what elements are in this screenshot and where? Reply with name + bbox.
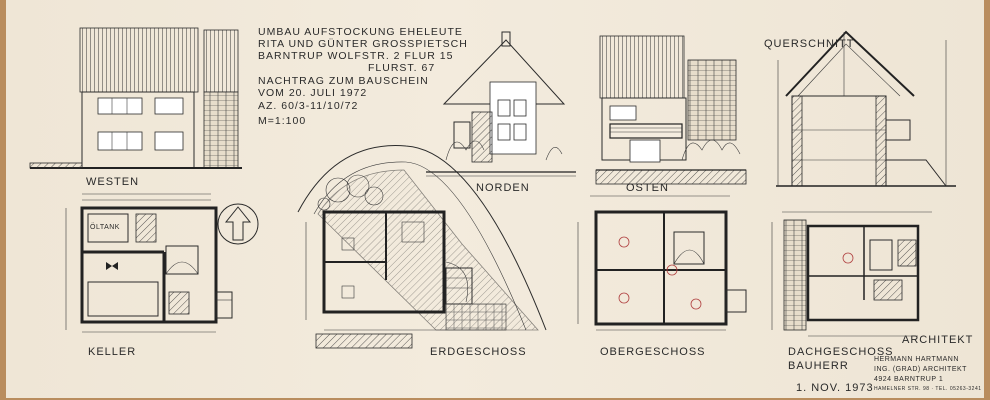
- architect-city: 4924 BARNTRUP 1: [874, 376, 944, 383]
- plan-obergeschoss: [577, 195, 747, 331]
- label-oeltank: ÖLTANK: [90, 224, 120, 231]
- project-parcel: FLURST. 67: [368, 62, 436, 74]
- north-arrow-icon: [217, 203, 259, 245]
- plan-keller: [65, 193, 233, 333]
- amendment-date: VOM 20. JULI 1972: [258, 87, 368, 99]
- drawing-scale: M=1:100: [258, 115, 307, 127]
- elevation-east: [595, 35, 747, 185]
- label-obergeschoss: OBERGESCHOSS: [600, 346, 706, 358]
- project-title-line-2: RITA UND GÜNTER GROSSPIETSCH: [258, 38, 468, 50]
- label-keller: KELLER: [88, 346, 137, 358]
- architect-street: HAMELNER STR. 98 · TEL. 05263-3241: [874, 386, 982, 392]
- label-erdgeschoss: ERDGESCHOSS: [430, 346, 527, 358]
- label-westen: WESTEN: [86, 176, 140, 188]
- plan-dachgeschoss: [771, 211, 932, 337]
- section-querschnitt: [776, 30, 956, 187]
- elevation-west: [29, 27, 242, 169]
- project-title-line-1: UMBAU AUFSTOCKUNG EHELEUTE: [258, 26, 463, 38]
- amendment-title: NACHTRAG ZUM BAUSCHEIN: [258, 75, 429, 87]
- architect-title: ING. (GRAD) ARCHITEKT: [874, 366, 967, 373]
- drawing-date: 1. NOV. 1973: [796, 382, 874, 394]
- label-norden: NORDEN: [476, 182, 530, 194]
- file-reference: AZ. 60/3-11/10/72: [258, 100, 359, 112]
- label-querschnitt: QUERSCHNITT: [764, 38, 855, 50]
- architect-name: HERMANN HARTMANN: [874, 356, 959, 363]
- plan-erdgeschoss: [297, 145, 547, 349]
- label-bauherr: BAUHERR: [788, 360, 849, 372]
- label-dachgeschoss: DACHGESCHOSS: [788, 346, 894, 358]
- drawing-canvas: [29, 27, 956, 349]
- project-address: BARNTRUP WOLFSTR. 2 FLUR 15: [258, 50, 454, 62]
- blueprint-sheet: UMBAU AUFSTOCKUNG EHELEUTE RITA UND GÜNT…: [6, 0, 984, 398]
- architect-heading: ARCHITEKT: [902, 334, 974, 346]
- elevation-north: [426, 31, 576, 177]
- label-osten: OSTEN: [626, 182, 669, 194]
